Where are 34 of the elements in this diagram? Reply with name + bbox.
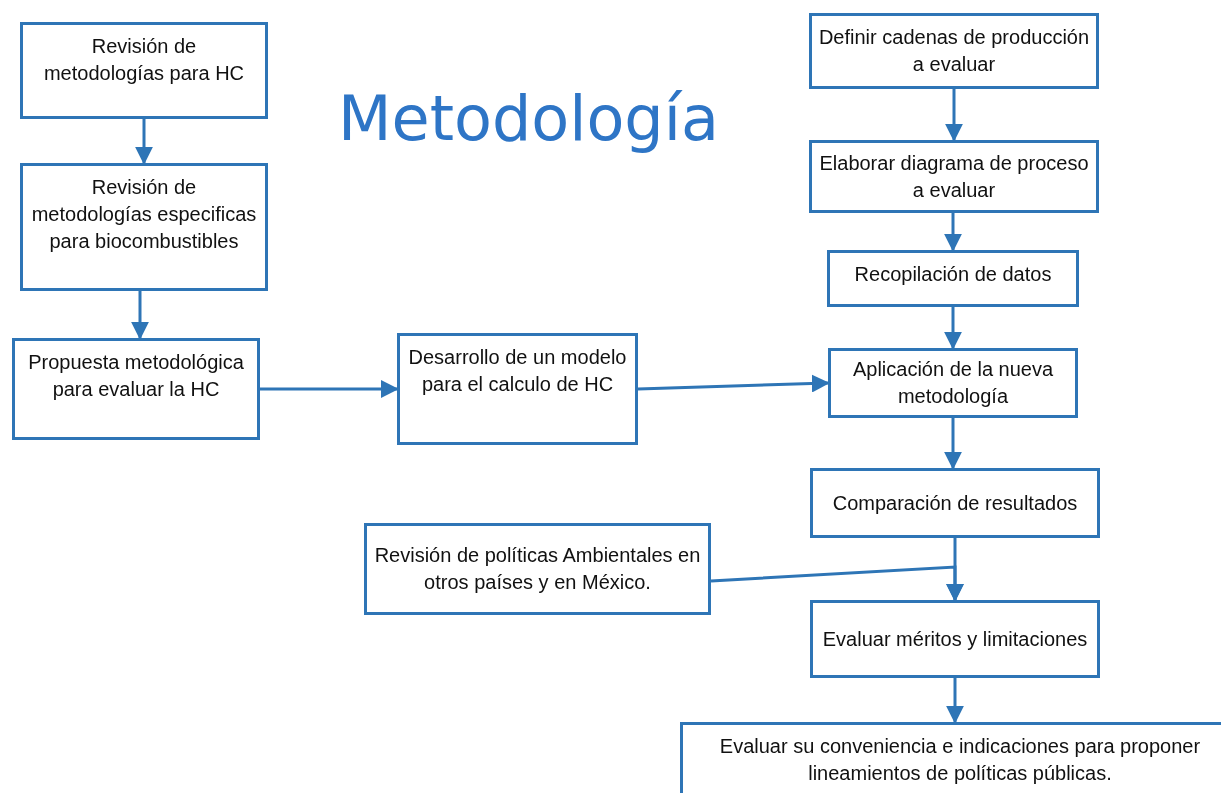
process-box (810, 468, 1100, 538)
arrow (946, 678, 964, 724)
title: Metodología (338, 82, 719, 155)
box-text: Evaluar méritos y limitaciones (822, 626, 1088, 652)
arrow (945, 89, 963, 142)
process-box (828, 348, 1078, 418)
process-box (810, 600, 1100, 678)
box-text: Aplicación de la nueva metodología (851, 357, 1055, 409)
arrow (944, 213, 962, 252)
box-text: Recopilación de datos (854, 262, 1052, 287)
process-box (20, 163, 268, 291)
box-text: Definir cadenas de producción a evaluar (818, 25, 1090, 77)
process-box (809, 140, 1099, 213)
arrow (135, 119, 153, 165)
process-box (364, 523, 711, 615)
process-box (397, 333, 638, 445)
box-text: Elaborar diagrama de proceso a evaluar (818, 150, 1090, 203)
box-text: Comparación de resultados (832, 490, 1078, 516)
arrow (710, 565, 964, 602)
arrow (260, 380, 399, 398)
process-box (809, 13, 1099, 89)
process-box (20, 22, 268, 119)
box-text: Revisión de metodologías para HC (42, 34, 246, 86)
box-text: Propuesta metodológica para evaluar la HC (27, 350, 245, 402)
box-text: Desarrollo de un modelo para el calculo de HC (407, 345, 628, 397)
box-text: Revisión de políticas Ambientales en otros países y en México. (373, 543, 702, 595)
arrow (131, 291, 149, 340)
box-text: Evaluar su conveniencia e indicaciones para proponer lineamientos de políticas públicas. (718, 734, 1202, 786)
arrow (637, 374, 830, 393)
arrow (944, 418, 962, 470)
process-box (827, 250, 1079, 307)
arrow (944, 307, 962, 350)
process-box (12, 338, 260, 440)
box-text: Revisión de metodologías especificas para biocombustibles (30, 175, 258, 254)
